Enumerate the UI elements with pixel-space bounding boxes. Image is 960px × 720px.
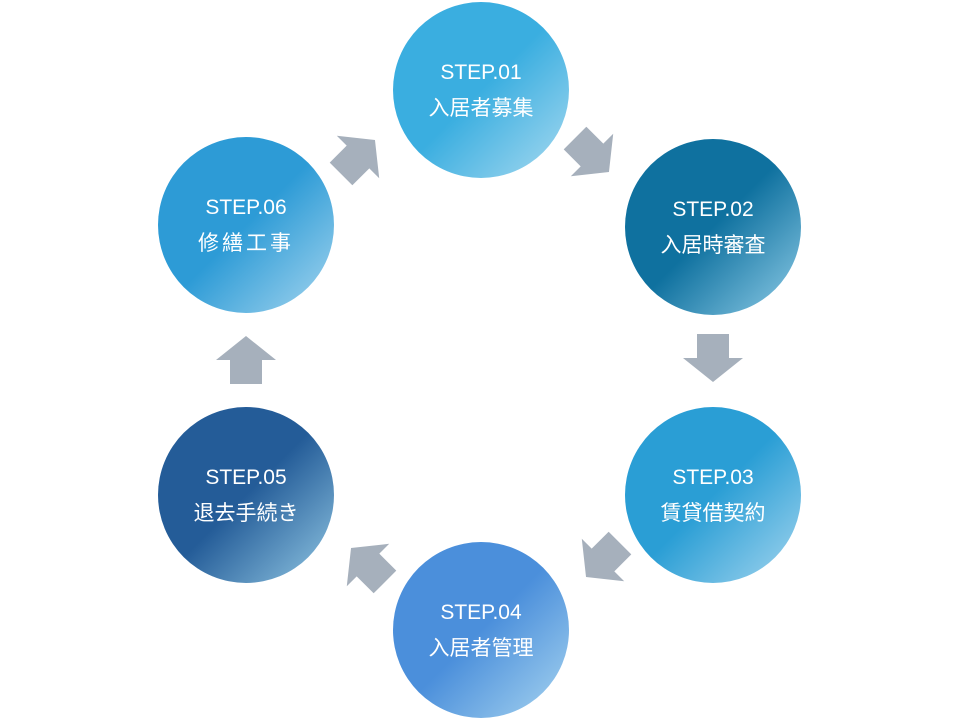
step-label: 入居者管理 (429, 636, 534, 660)
step-circle (158, 407, 334, 583)
step-node-3: STEP.03 賃貸借契約 (625, 407, 801, 583)
step-node-4: STEP.04 入居者管理 (393, 542, 569, 718)
flow-arrow-icon (581, 531, 632, 582)
step-label: 退去手続き (194, 501, 299, 525)
step-number: STEP.06 (205, 196, 286, 219)
step-label: 入居者募集 (429, 96, 534, 120)
step-node-1: STEP.01 入居者募集 (393, 2, 569, 178)
step-label: 賃貸借契約 (661, 501, 766, 525)
flow-arrow-icon (329, 135, 380, 186)
step-number: STEP.01 (440, 61, 521, 84)
step-circle (625, 407, 801, 583)
flow-arrow-icon (216, 336, 276, 384)
step-number: STEP.05 (205, 466, 286, 489)
step-circle (158, 137, 334, 313)
step-circle (625, 139, 801, 315)
flow-arrow-icon (346, 543, 397, 594)
step-label: 修繕工事 (198, 231, 294, 255)
step-label: 入居時審査 (661, 233, 766, 257)
step-circle (393, 2, 569, 178)
step-node-6: STEP.06 修繕工事 (158, 137, 334, 313)
step-number: STEP.03 (672, 466, 753, 489)
step-number: STEP.02 (672, 198, 753, 221)
flow-arrow-icon (683, 334, 743, 382)
step-node-2: STEP.02 入居時審査 (625, 139, 801, 315)
step-node-5: STEP.05 退去手続き (158, 407, 334, 583)
flow-arrow-icon (563, 126, 614, 177)
step-number: STEP.04 (440, 601, 522, 624)
step-circle (393, 542, 569, 718)
